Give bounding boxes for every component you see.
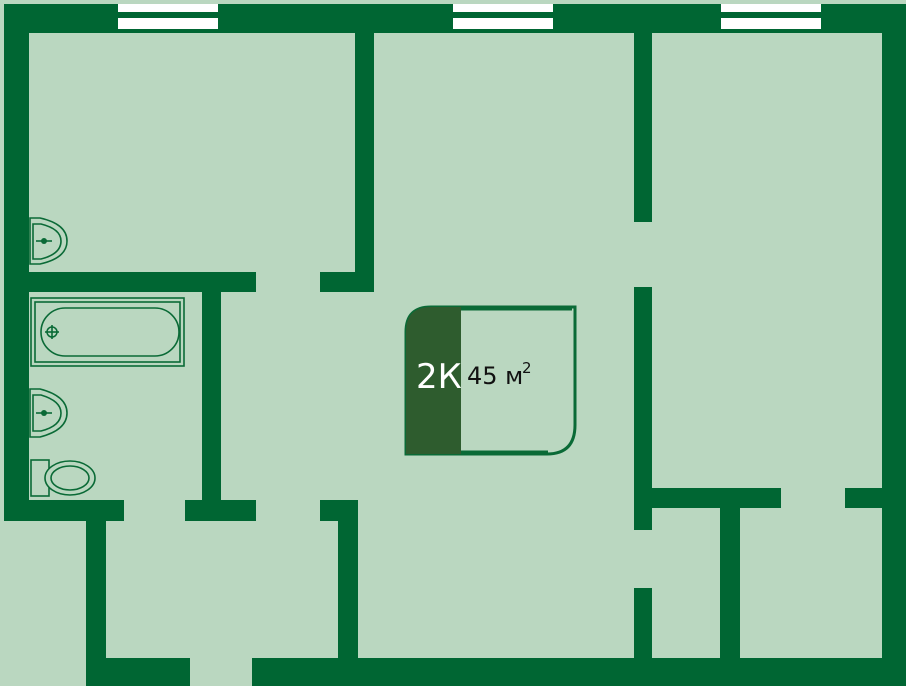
window-3 — [721, 4, 821, 29]
sink-icon — [29, 217, 68, 265]
wall-bottom-right-vertical — [720, 488, 740, 686]
wall-bathroom-bottom-stub — [185, 500, 256, 521]
bathtub-icon — [30, 297, 185, 367]
wall-room3-bottom-left — [652, 488, 781, 508]
apartment-badge: 2К 45 м 2 — [404, 305, 577, 456]
wall-room3-bottom-right — [845, 488, 906, 508]
wall-bathroom-right — [202, 272, 221, 521]
toilet-icon — [30, 459, 96, 497]
window-1 — [118, 4, 218, 29]
left-wall — [4, 4, 29, 521]
bathroom-bottom-wall — [4, 500, 124, 521]
hall-left-wall — [86, 500, 106, 686]
wall-room2-room3-lower — [634, 588, 652, 686]
wall-room1-room2 — [355, 33, 374, 292]
apartment-type-label: 2К — [416, 357, 462, 397]
bottom-wall-right — [252, 658, 906, 686]
apartment-area-label: 45 м — [467, 362, 523, 390]
interior-walls — [4, 33, 906, 686]
wall-room2-room3-middle — [634, 287, 652, 530]
right-wall — [882, 4, 906, 686]
wall-room2-room3-upper — [634, 33, 652, 222]
window-2 — [453, 4, 553, 29]
bathroom-sink-icon — [29, 388, 68, 438]
badge-dark-panel — [406, 307, 461, 454]
wall-room1-bottom — [4, 272, 256, 292]
windows — [118, 4, 821, 29]
apartment-area-unit-sup: 2 — [522, 359, 532, 377]
wall-hall-lower-vertical — [338, 500, 358, 686]
wall-hall-stub-right — [320, 272, 374, 292]
